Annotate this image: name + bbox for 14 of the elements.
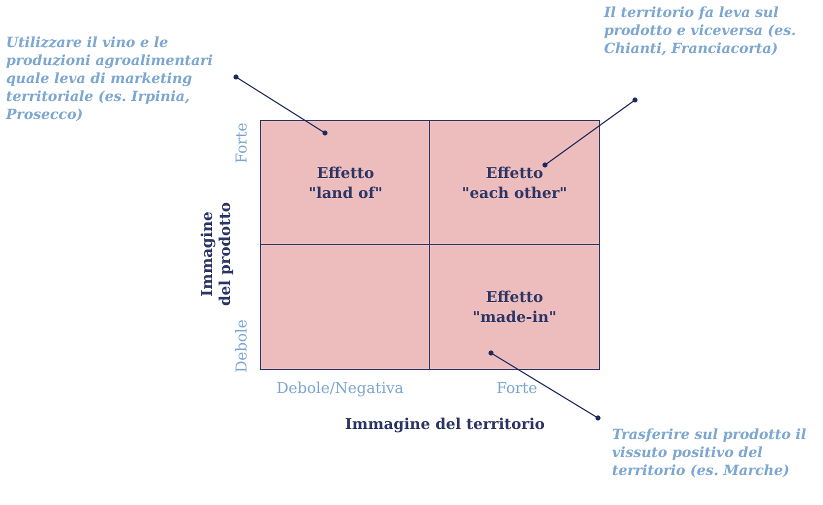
axis-label: Forte [496,379,538,397]
matrix-cell: Effetto "each other" [429,120,600,246]
axis-title: Immagine del territorio [345,415,545,433]
axis-label: Debole [232,319,250,373]
matrix-cell: Effetto "made-in" [429,244,600,370]
matrix-cell: Effetto "land of" [260,120,431,246]
callout-text: Il territorio fa leva sul prodotto e viceversa (es. Chianti, Franciacorta) [604,4,818,62]
callout-text: Trasferire sul prodotto il vissuto positivo del territorio (es. Marche) [612,426,808,502]
axis-title: Immagine del prodotto [198,201,234,308]
axis-label: Forte [232,122,250,164]
leader-line [488,350,600,420]
axis-label: Debole/Negativa [276,379,404,397]
leader-line [542,98,638,168]
leader-line [234,74,328,136]
